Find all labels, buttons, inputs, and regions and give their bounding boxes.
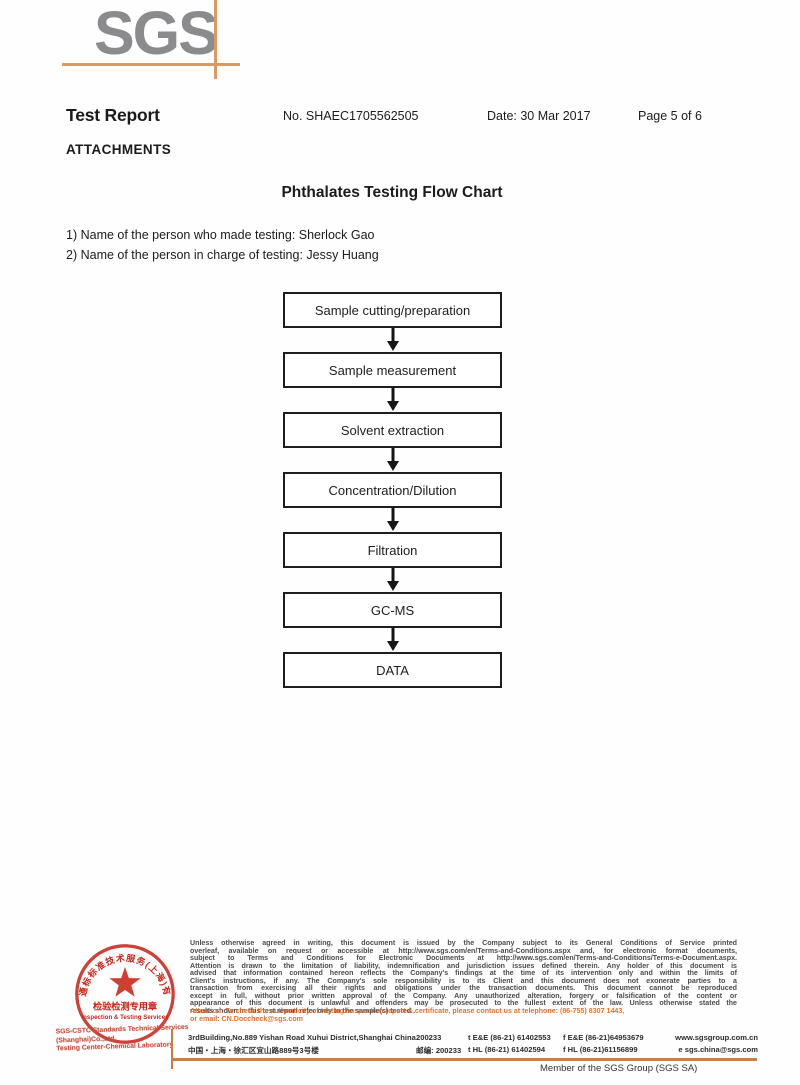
footer-horizontal-rule <box>171 1058 757 1061</box>
flow-step: Sample measurement <box>283 352 502 388</box>
telephone-ee: t E&E (86-21) 61402553 <box>468 1033 551 1042</box>
address-chinese: 中国・上海・徐汇区宜山路889号3号楼 <box>188 1046 319 1055</box>
report-number: No. SHAEC1705562505 <box>283 109 419 123</box>
address-english: 3rdBuilding,No.889 Yishan Road Xuhui Dis… <box>188 1033 416 1042</box>
disclaimer-line: appearance of this document is unlawful … <box>190 999 737 1007</box>
disclaimer-line: Client's instructions, if any. The Compa… <box>190 976 737 985</box>
phthalates-flowchart: Sample cutting/preparation Sample measur… <box>283 292 502 688</box>
arrow-down-icon <box>283 448 502 472</box>
website: www.sgsgroup.com.cn <box>675 1033 758 1042</box>
stamp-company-text: SGS-CSTC Standards Technical Services (S… <box>56 1024 199 1054</box>
disclaimer-line: Unless otherwise agreed in writing, this… <box>190 939 737 947</box>
arrow-down-icon <box>283 328 502 352</box>
fax-ee: f E&E (86-21)64953679 <box>563 1033 644 1042</box>
disclaimer-line: Attention is drawn to the limitation of … <box>190 961 737 970</box>
logo-vertical-rule <box>214 0 217 79</box>
arrow-down-icon <box>283 628 502 652</box>
fax-hl: f HL (86-21)61156899 <box>563 1045 638 1054</box>
email: e sgs.china@sgs.com <box>678 1045 758 1054</box>
flowchart-title: Phthalates Testing Flow Chart <box>281 184 503 201</box>
stamp-graphic: 通标标准技术服务(上海)有限公司 检验检测专用章 Inspection & Te… <box>67 933 175 1044</box>
report-date: Date: 30 Mar 2017 <box>487 109 591 123</box>
flow-step: Concentration/Dilution <box>283 472 502 508</box>
logo-horizontal-rule <box>62 63 240 66</box>
arrow-down-icon <box>283 568 502 592</box>
stamp-inner-chinese: 检验检测专用章 <box>93 1000 157 1011</box>
authenticity-attention-note: Attention: To check the authenticity of … <box>190 1007 737 1023</box>
legal-disclaimer: Unless otherwise agreed in writing, this… <box>190 939 737 1015</box>
inspection-stamp-seal: 通标标准技术服务(上海)有限公司 检验检测专用章 Inspection & Te… <box>67 933 178 1047</box>
disclaimer-line: overleaf, available on request or access… <box>190 946 737 955</box>
disclaimer-line: subject to Terms and Conditions for Elec… <box>190 954 737 962</box>
disclaimer-line: transaction from exercising all their ri… <box>190 984 737 992</box>
flow-step: Sample cutting/preparation <box>283 292 502 328</box>
attention-line2: or email: CN.Doccheck@sgs.com <box>190 1014 303 1023</box>
telephone-hl: t HL (86-21) 61402594 <box>468 1045 546 1054</box>
page-indicator: Page 5 of 6 <box>638 109 702 123</box>
arrow-down-icon <box>283 508 502 532</box>
star-icon <box>109 967 141 997</box>
report-title: Test Report <box>66 105 160 125</box>
sgs-membership-note: Member of the SGS Group (SGS SA) <box>540 1063 698 1074</box>
sgs-logo: SGS <box>94 0 219 67</box>
attention-line1: Attention: To check the authenticity of … <box>190 1007 625 1015</box>
flow-step: Filtration <box>283 532 502 568</box>
tester-notes: 1) Name of the person who made testing: … <box>66 226 379 265</box>
postcode-english: 200233 <box>416 1033 442 1042</box>
address-row-cn: 中国・上海・徐汇区宜山路889号3号楼 邮编: 200233 t HL (86-… <box>188 1045 758 1056</box>
flow-step: Solvent extraction <box>283 412 502 448</box>
address-vertical-rule <box>171 1029 173 1069</box>
flow-step: GC-MS <box>283 592 502 628</box>
arrow-down-icon <box>283 388 502 412</box>
stamp-inner-english: Inspection & Testing Services <box>81 1014 169 1021</box>
disclaimer-line: except in full, without prior written ap… <box>190 991 737 1000</box>
disclaimer-line: advised that information contained hereo… <box>190 969 737 977</box>
disclaimer-line: results shown in this test report refer … <box>190 1006 416 1015</box>
note-supervisor: 2) Name of the person in charge of testi… <box>66 247 379 262</box>
attachments-heading: ATTACHMENTS <box>66 142 172 157</box>
note-tester: 1) Name of the person who made testing: … <box>66 228 375 242</box>
postcode-chinese: 邮编: 200233 <box>416 1046 462 1055</box>
flow-step: DATA <box>283 652 502 688</box>
address-row-en: 3rdBuilding,No.889 Yishan Road Xuhui Dis… <box>188 1033 758 1042</box>
